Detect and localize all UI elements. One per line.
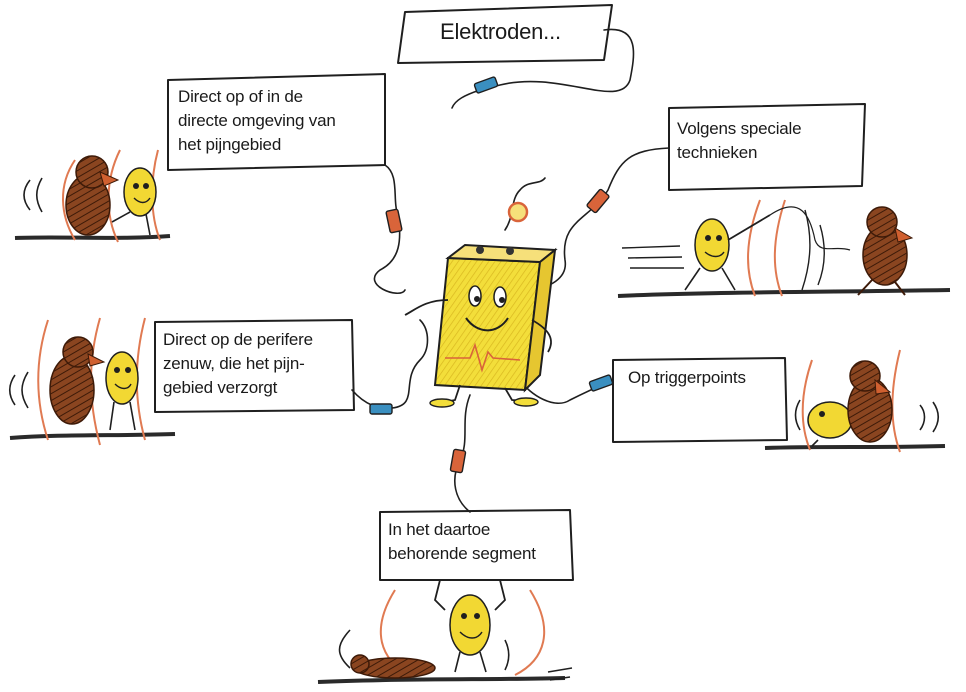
sign-line: Direct op of in de <box>178 87 303 106</box>
scene-bottom <box>317 579 573 684</box>
scene-top-right <box>617 199 951 298</box>
scene-middle-right <box>764 349 946 453</box>
scene-middle-left <box>8 317 176 446</box>
connector-plug-red-2 <box>586 188 610 214</box>
connector-plug-blue-3 <box>588 374 614 392</box>
sign-special-techniques: Volgens speciale technieken <box>677 117 802 165</box>
scene-top-left <box>14 149 171 243</box>
sign-board-peripheral-nerve <box>154 319 355 413</box>
sign-line: behorende segment <box>388 544 536 563</box>
sign-line: directe omgeving van <box>178 111 336 130</box>
sign-triggerpoints: Op triggerpoints <box>628 366 746 390</box>
sign-line: technieken <box>677 143 758 162</box>
connector-plug-blue-2 <box>369 403 393 415</box>
sign-title: Elektroden... <box>440 20 561 44</box>
sign-board-special-techniques <box>668 103 866 191</box>
connector-plug-red-3 <box>449 448 467 474</box>
connector-plug-red-1 <box>385 208 403 234</box>
sign-segment: In het daartoe behorende segment <box>388 518 536 566</box>
sign-direct-pain-area: Direct op of in de directe omgeving van … <box>178 85 336 157</box>
sign-line: Direct op de perifere <box>163 330 313 349</box>
sign-board-triggerpoints <box>612 357 788 443</box>
tens-device-character <box>404 243 558 408</box>
sign-line: In het daartoe <box>388 520 491 539</box>
sign-line: Volgens speciale <box>677 119 802 138</box>
sign-board-segment <box>379 509 574 581</box>
sign-line: Elektroden... <box>440 19 561 44</box>
sign-line: gebied verzorgt <box>163 378 278 397</box>
sign-peripheral-nerve: Direct op de perifere zenuw, die het pij… <box>163 328 313 400</box>
sign-line: het pijngebied <box>178 135 282 154</box>
sign-line: Op triggerpoints <box>628 368 746 387</box>
antenna-knob <box>507 201 529 223</box>
connector-plug-blue-1 <box>473 76 499 94</box>
sign-board-title <box>397 4 613 64</box>
sign-line: zenuw, die het pijn- <box>163 354 305 373</box>
